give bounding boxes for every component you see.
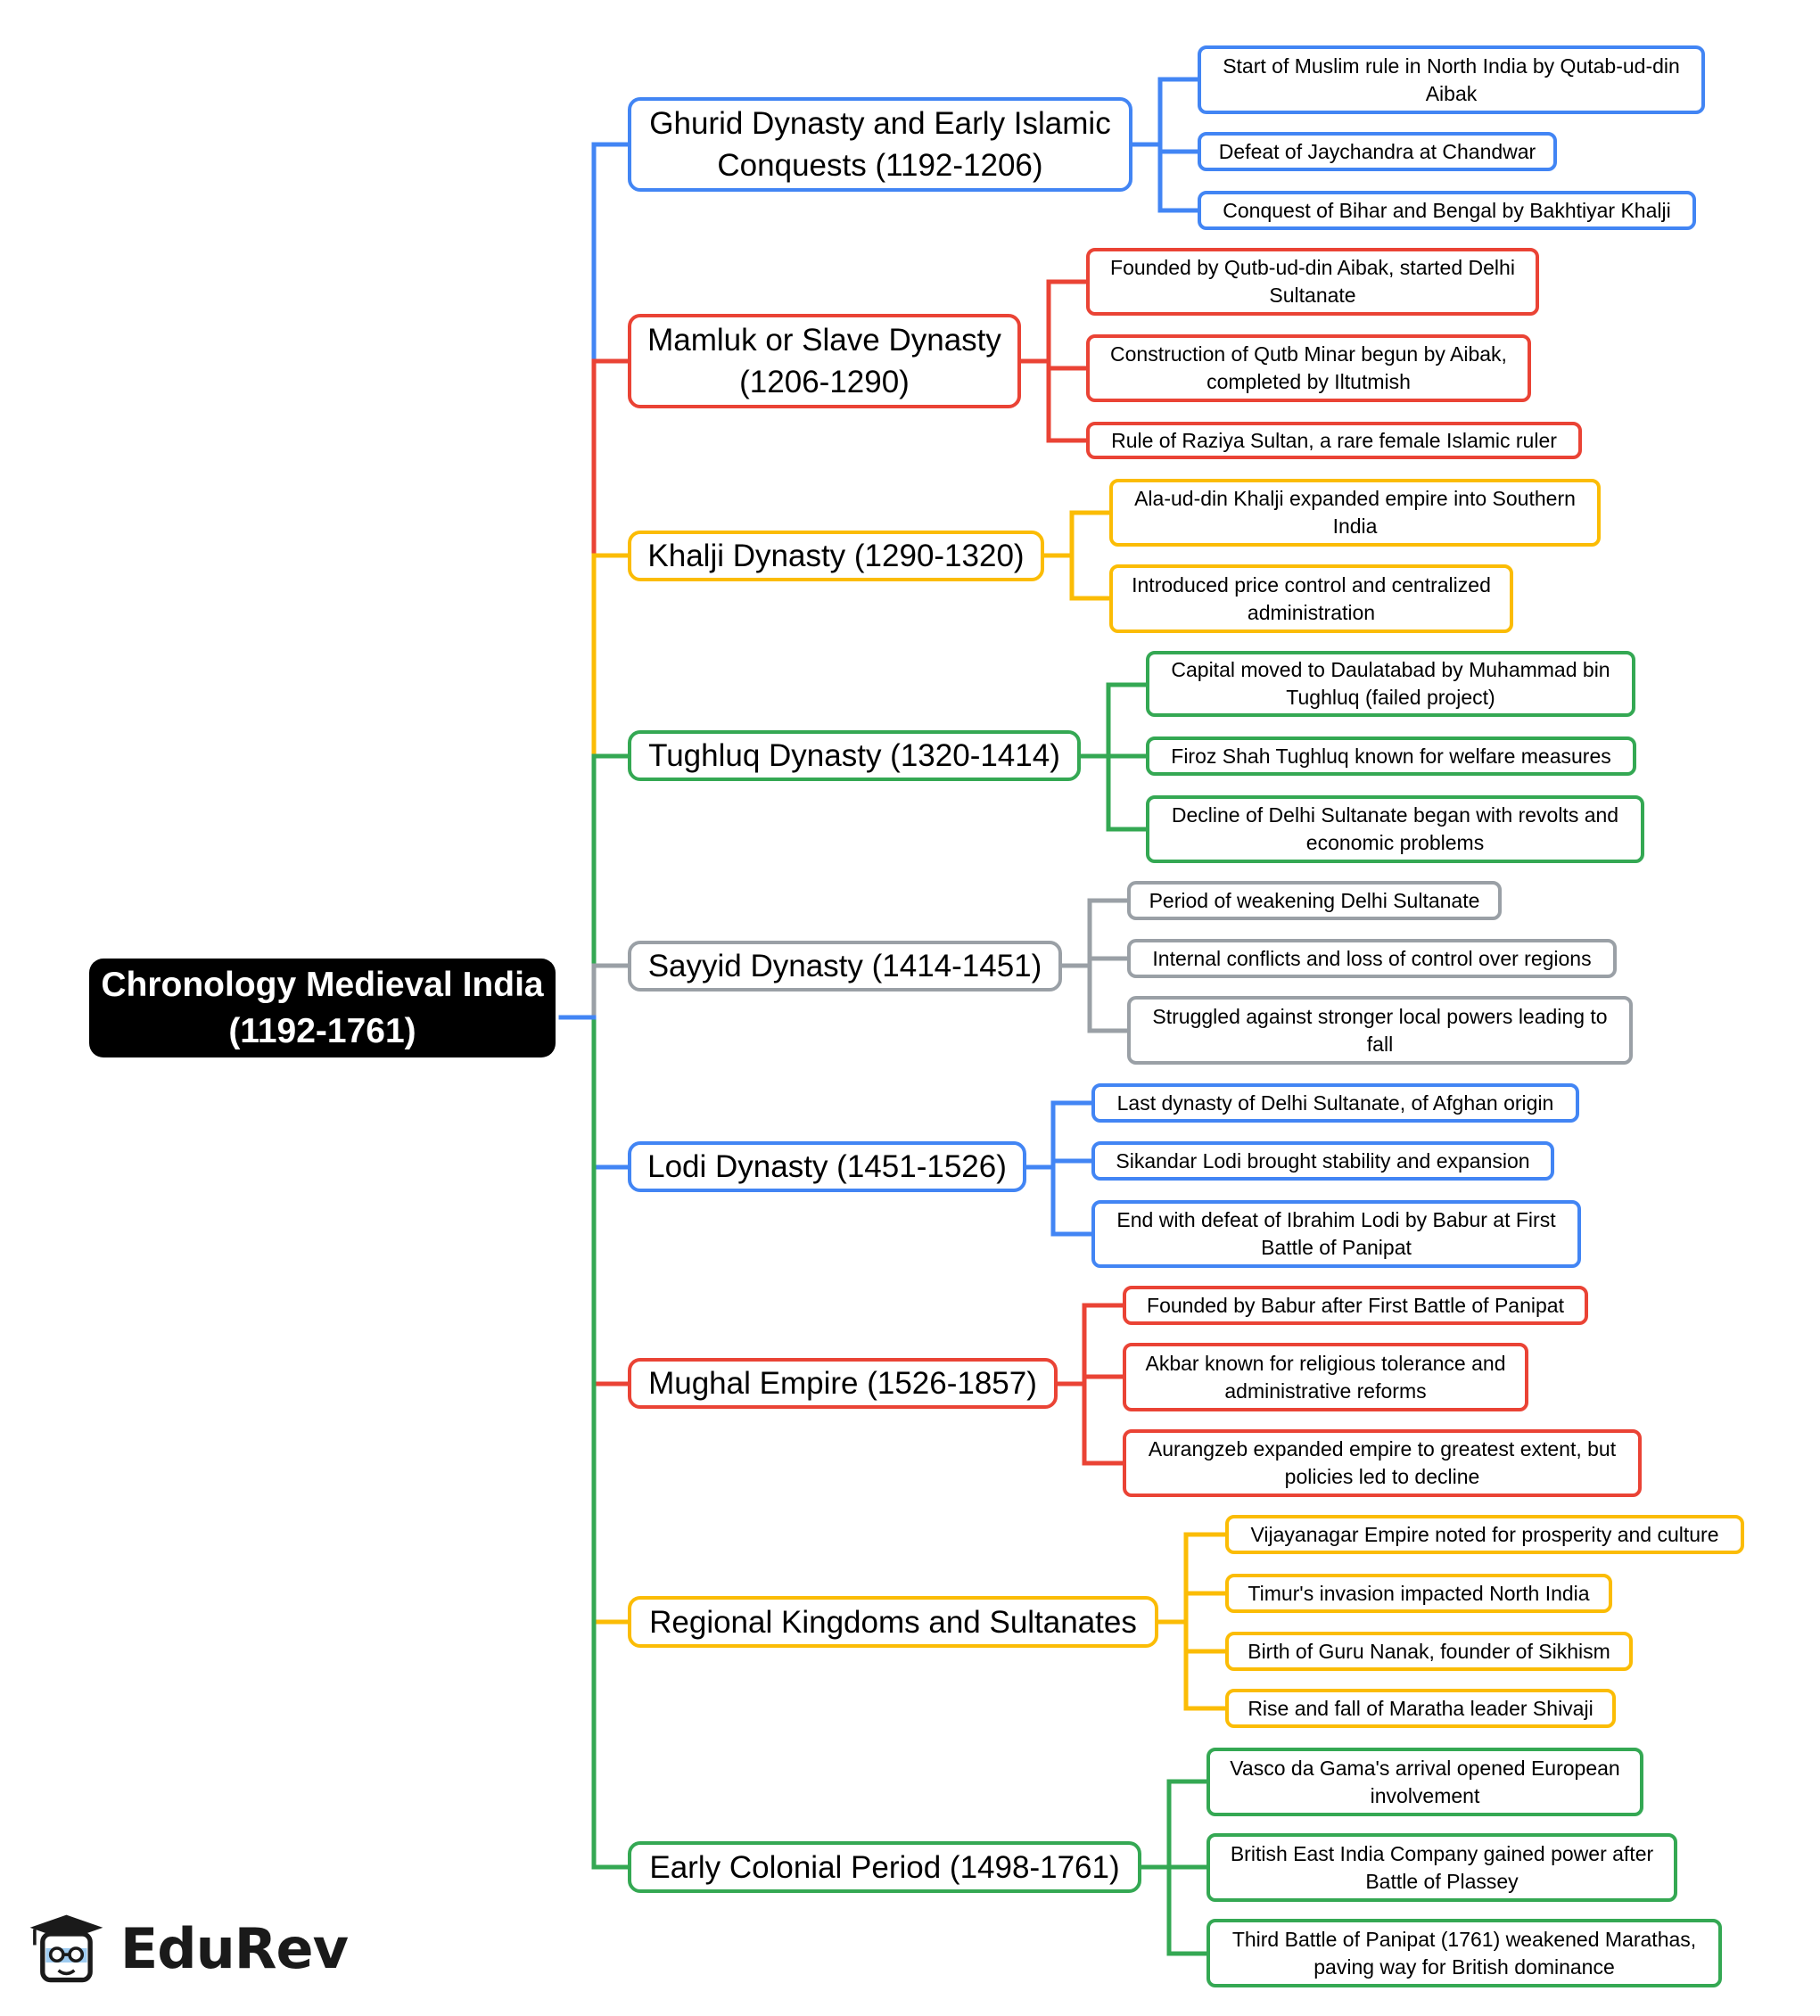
logo-wordmark: EduRev bbox=[119, 1915, 349, 1981]
leaf-firoz-shah: Firoz Shah Tughluq known for welfare mea… bbox=[1146, 736, 1636, 776]
leaf-guru-nanak: Birth of Guru Nanak, founder of Sikhism bbox=[1225, 1632, 1633, 1671]
leaf-delhi-sultanate-founded: Founded by Qutb-ud-din Aibak, started De… bbox=[1086, 248, 1539, 316]
branch-sayyid: Sayyid Dynasty (1414-1451) bbox=[628, 941, 1062, 992]
branch-mamluk: Mamluk or Slave Dynasty(1206-1290) bbox=[628, 314, 1021, 408]
branch-tughluq: Tughluq Dynasty (1320-1414) bbox=[628, 730, 1081, 781]
leaf-aurangzeb: Aurangzeb expanded empire to greatest ex… bbox=[1123, 1429, 1642, 1497]
leaf-afghan-origin: Last dynasty of Delhi Sultanate, of Afgh… bbox=[1091, 1083, 1579, 1123]
branch-lodi: Lodi Dynasty (1451-1526) bbox=[628, 1141, 1026, 1192]
leaf-defeat-jaychandra: Defeat of Jaychandra at Chandwar bbox=[1198, 132, 1557, 171]
leaf-alauddin-expansion: Ala-ud-din Khalji expanded empire into S… bbox=[1109, 479, 1601, 547]
leaf-qutb-minar: Construction of Qutb Minar begun by Aiba… bbox=[1086, 334, 1531, 402]
leaf-price-control: Introduced price control and centralized… bbox=[1109, 564, 1513, 633]
leaf-vijayanagar: Vijayanagar Empire noted for prosperity … bbox=[1225, 1515, 1744, 1554]
root-title: Chronology Medieval India bbox=[101, 965, 544, 1004]
leaf-shivaji: Rise and fall of Maratha leader Shivaji bbox=[1225, 1689, 1616, 1728]
branch-mughal: Mughal Empire (1526-1857) bbox=[628, 1358, 1058, 1409]
leaf-vasco-da-gama: Vasco da Gama's arrival opened European … bbox=[1206, 1748, 1643, 1816]
leaf-weakening-sultanate: Period of weakening Delhi Sultanate bbox=[1127, 881, 1502, 920]
root-node: Chronology Medieval India (1192-1761) bbox=[89, 959, 556, 1057]
leaf-sultanate-decline: Decline of Delhi Sultanate began with re… bbox=[1146, 795, 1644, 863]
leaf-muslim-rule-start: Start of Muslim rule in North India by Q… bbox=[1198, 45, 1705, 114]
leaf-babur-founded: Founded by Babur after First Battle of P… bbox=[1123, 1286, 1588, 1325]
leaf-raziya-sultan: Rule of Raziya Sultan, a rare female Isl… bbox=[1086, 422, 1582, 459]
root-date-range: (1192-1761) bbox=[228, 1011, 416, 1050]
leaf-first-panipat: End with defeat of Ibrahim Lodi by Babur… bbox=[1091, 1200, 1581, 1268]
leaf-east-india-company: British East India Company gained power … bbox=[1206, 1833, 1677, 1902]
leaf-internal-conflicts: Internal conflicts and loss of control o… bbox=[1127, 939, 1617, 978]
leaf-akbar-reforms: Akbar known for religious tolerance and … bbox=[1123, 1343, 1528, 1411]
branch-early-colonial: Early Colonial Period (1498-1761) bbox=[628, 1841, 1141, 1893]
leaf-sikandar-lodi: Sikandar Lodi brought stability and expa… bbox=[1091, 1141, 1554, 1181]
branch-khalji: Khalji Dynasty (1290-1320) bbox=[628, 531, 1044, 581]
graduate-mascot-icon bbox=[29, 1914, 103, 1983]
leaf-local-powers: Struggled against stronger local powers … bbox=[1127, 996, 1633, 1065]
leaf-daulatabad: Capital moved to Daulatabad by Muhammad … bbox=[1146, 651, 1635, 717]
edurev-logo: EduRev bbox=[27, 1899, 349, 1997]
leaf-third-panipat: Third Battle of Panipat (1761) weakened … bbox=[1206, 1919, 1722, 1987]
leaf-timur-invasion: Timur's invasion impacted North India bbox=[1225, 1574, 1612, 1613]
leaf-conquest-bihar-bengal: Conquest of Bihar and Bengal by Bakhtiya… bbox=[1198, 191, 1696, 230]
branch-regional-kingdoms: Regional Kingdoms and Sultanates bbox=[628, 1596, 1158, 1648]
